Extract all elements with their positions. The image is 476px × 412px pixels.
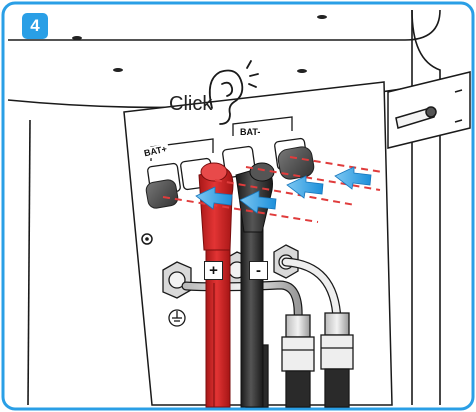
step-number-badge: 4 <box>22 13 48 39</box>
positive-polarity-tag: + <box>204 261 223 280</box>
bat-negative-label: BAT- <box>238 127 262 138</box>
click-callout-label: Click <box>169 93 212 116</box>
ground-icon <box>169 310 185 326</box>
negative-polarity-tag: - <box>249 261 268 280</box>
